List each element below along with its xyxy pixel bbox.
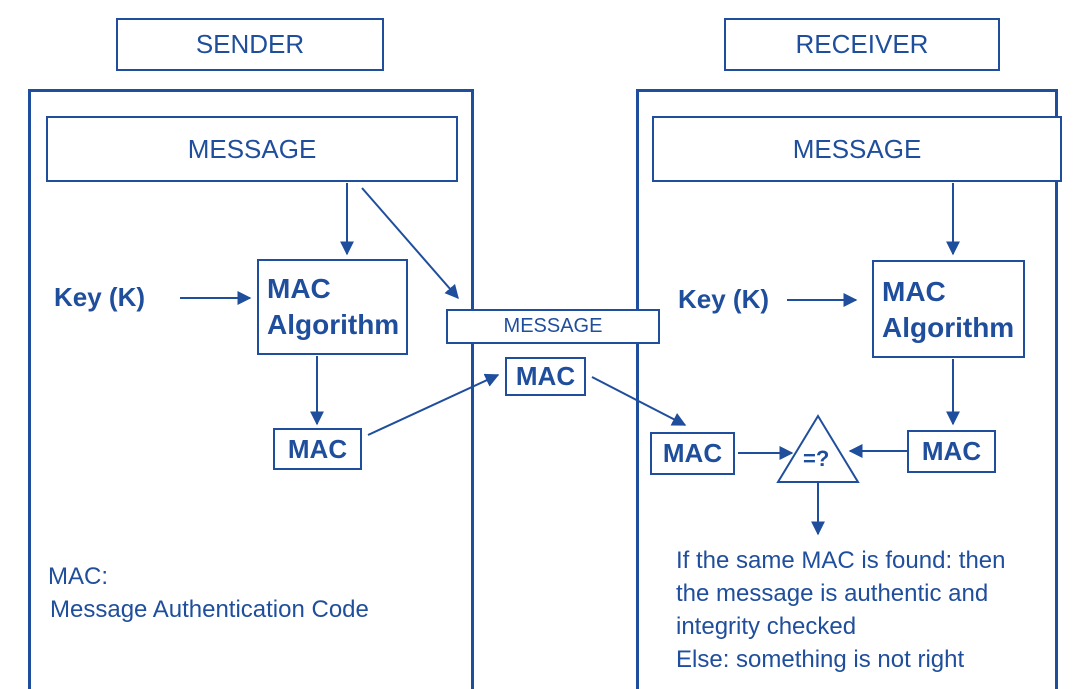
result-line-2: the message is authentic and xyxy=(676,580,989,607)
received-mac-label: MAC xyxy=(662,438,723,468)
mac-definition: MAC: Message Authentication Code xyxy=(48,560,369,626)
mac-definition-text: Message Authentication Code xyxy=(50,596,369,623)
receiver-algorithm-line1: MAC xyxy=(882,276,946,307)
result-line-1: If the same MAC is found: then xyxy=(676,547,1006,574)
arrow-sender-mac-to-transit xyxy=(367,373,500,436)
verification-result-text: If the same MAC is found: then the messa… xyxy=(676,544,1006,676)
compare-symbol: =? xyxy=(803,446,830,471)
transit-mac-label: MAC xyxy=(515,361,576,391)
sender-mac-box: MAC xyxy=(273,428,362,470)
sender-mac-label: MAC xyxy=(287,433,348,464)
receiver-mac-algorithm-box: MAC Algorithm xyxy=(872,260,1025,358)
computed-mac-box: MAC xyxy=(907,430,996,473)
sender-message-label: MESSAGE xyxy=(187,133,317,164)
sender-message-box: MESSAGE xyxy=(46,116,458,182)
receiver-key-label: Key (K) xyxy=(678,284,770,314)
receiver-algorithm-line2: Algorithm xyxy=(882,312,1015,343)
transit-message-box: MESSAGE xyxy=(446,309,660,344)
compare-triangle xyxy=(776,414,860,483)
receiver-header-label: RECEIVER xyxy=(795,29,929,59)
sender-algorithm-line2: Algorithm xyxy=(267,309,400,340)
flow-arrows xyxy=(180,183,960,536)
result-line-4: Else: something is not right xyxy=(676,646,965,673)
sender-algorithm-line1: MAC xyxy=(267,273,331,304)
receiver-header: RECEIVER xyxy=(724,18,1000,71)
arrow-sender-message-to-transit xyxy=(361,187,459,300)
receiver-message-label: MESSAGE xyxy=(792,133,922,164)
sender-mac-algorithm-box: MAC Algorithm xyxy=(257,259,408,355)
transit-mac-box: MAC xyxy=(505,357,586,396)
result-line-3: integrity checked xyxy=(676,613,857,640)
sender-panel xyxy=(28,89,474,689)
receiver-message-box: MESSAGE xyxy=(652,116,1062,182)
sender-key-label: Key (K) xyxy=(54,282,146,312)
sender-header-label: SENDER xyxy=(195,29,305,59)
mac-definition-title: MAC: xyxy=(48,563,108,590)
computed-mac-label: MAC xyxy=(921,436,982,466)
transit-message-label: MESSAGE xyxy=(503,315,603,337)
arrow-transit-mac-to-receiver xyxy=(591,376,687,426)
received-mac-box: MAC xyxy=(650,432,735,475)
receiver-panel xyxy=(636,89,1058,689)
sender-header: SENDER xyxy=(116,18,384,71)
